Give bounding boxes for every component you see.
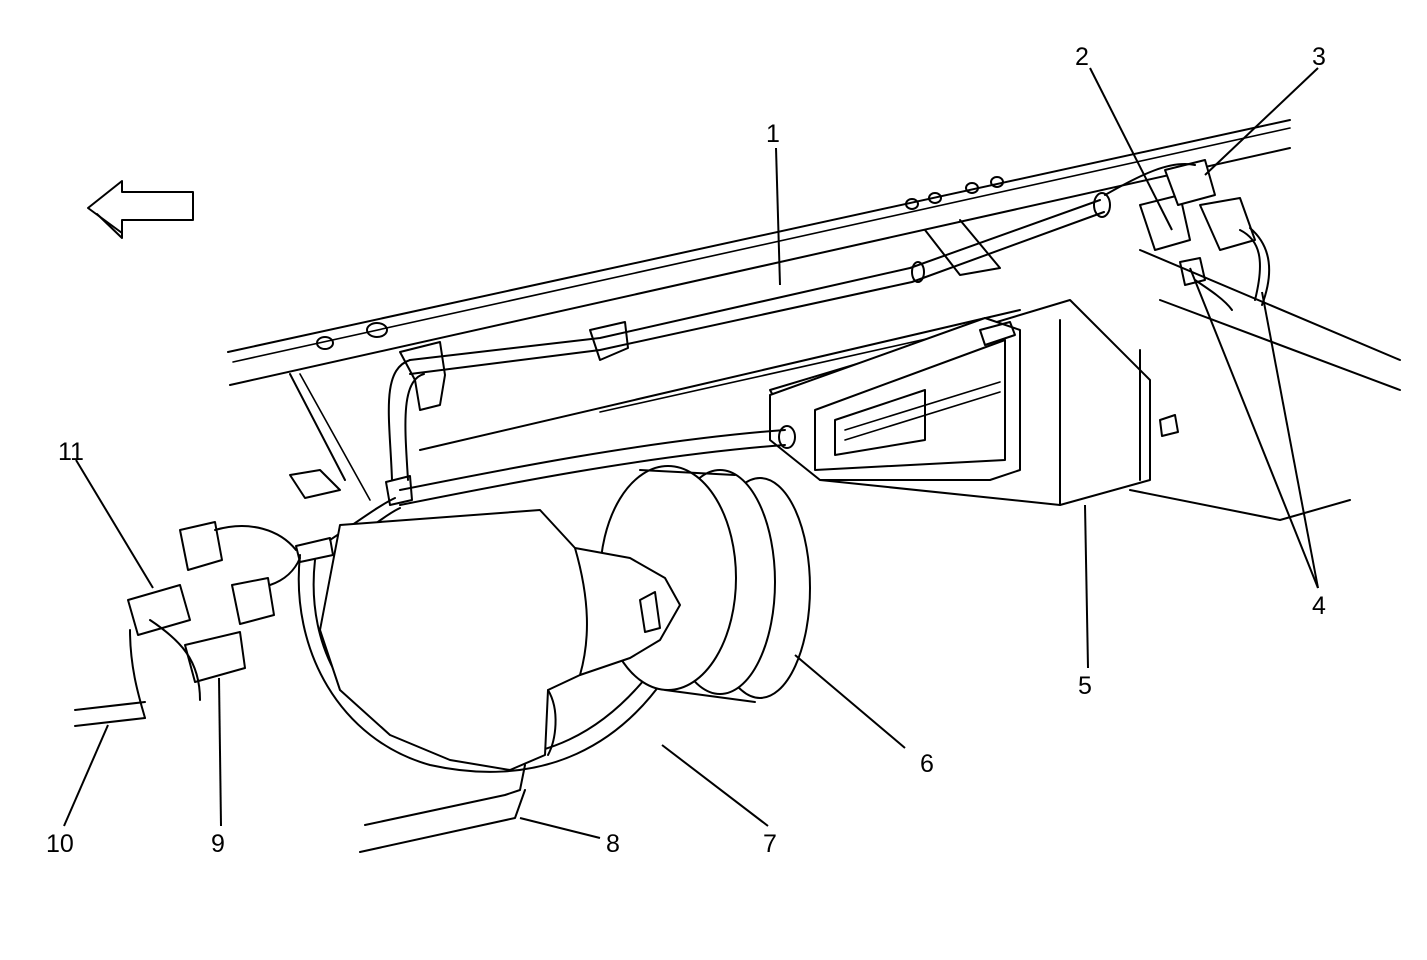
callout-8: 8	[606, 830, 620, 858]
callout-4: 4	[1312, 592, 1326, 620]
callout-7: 7	[763, 830, 777, 858]
axle-housing	[319, 509, 681, 771]
callout-9: 9	[211, 830, 225, 858]
left-connectors	[74, 521, 301, 727]
leader-lines	[63, 67, 1319, 839]
callout-labels: 1 2 3 4 5 6 7 8 9 10 11	[46, 43, 1326, 858]
callout-6: 6	[920, 750, 934, 778]
control-module	[769, 299, 1351, 521]
right-connectors	[1104, 159, 1271, 311]
brake-line	[359, 764, 526, 853]
callout-5: 5	[1078, 672, 1092, 700]
callout-2: 2	[1075, 43, 1089, 71]
arrow-left-icon	[87, 180, 194, 239]
callout-11: 11	[58, 438, 84, 466]
callout-1: 1	[766, 120, 780, 148]
frame-rail	[227, 119, 1401, 501]
callout-3: 3	[1312, 43, 1326, 71]
callout-10: 10	[46, 830, 74, 858]
